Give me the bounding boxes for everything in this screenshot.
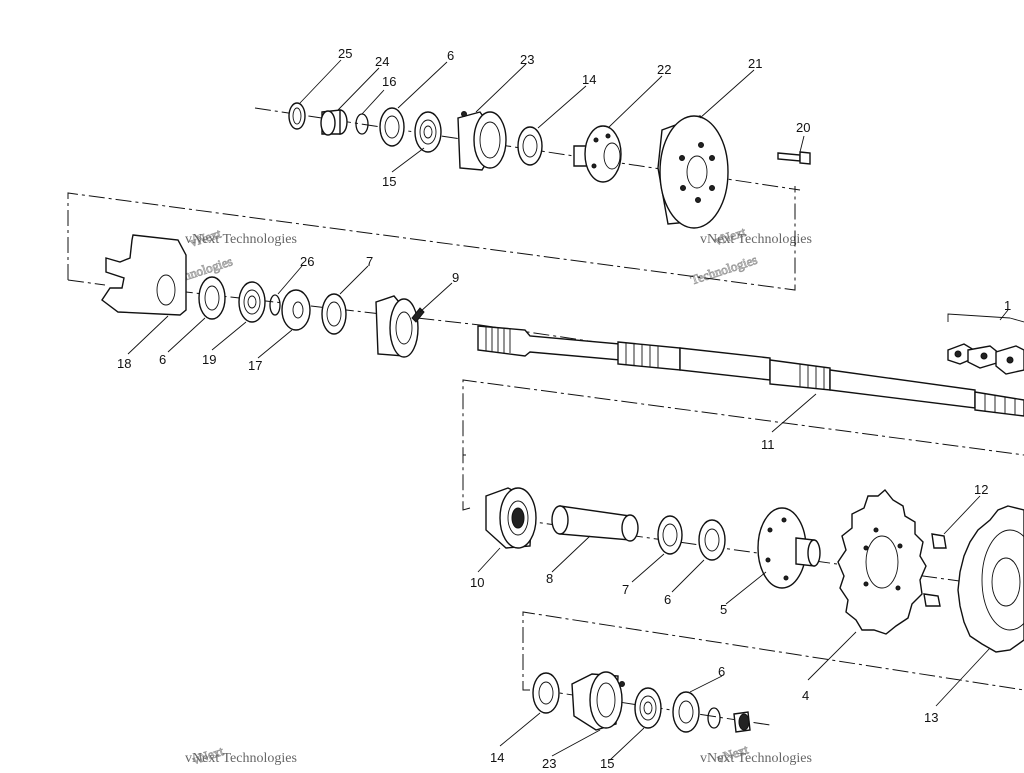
callout-24: 24 xyxy=(375,54,389,69)
callout-11: 11 xyxy=(761,437,775,452)
bearing-plate-18 xyxy=(102,235,186,315)
callout-1: 1 xyxy=(1004,298,1011,313)
bearing-housing-23-top xyxy=(458,112,506,171)
callout-25: 25 xyxy=(338,46,352,61)
callout-23-bottom: 23 xyxy=(542,756,556,768)
o-ring-bottom xyxy=(708,708,720,728)
hub-5 xyxy=(758,508,820,588)
bearing-15-bottom xyxy=(635,688,661,728)
seal-7-middle xyxy=(322,294,346,334)
callout-8: 8 xyxy=(546,571,553,586)
callout-14-bottom: 14 xyxy=(490,750,504,765)
stud-12 xyxy=(924,534,946,606)
callout-22: 22 xyxy=(657,62,671,77)
svg-text:Technologies: Technologies xyxy=(689,252,759,288)
watermark-text: vNext Technologies xyxy=(185,751,297,766)
callout-18: 18 xyxy=(117,356,131,371)
callout-26: 26 xyxy=(300,254,314,269)
bearing-6-top xyxy=(380,108,404,146)
chain-1 xyxy=(948,314,1024,374)
callout-10: 10 xyxy=(470,575,484,590)
callout-15-top: 15 xyxy=(382,174,396,189)
hub-22 xyxy=(574,126,621,182)
spacer-24 xyxy=(321,110,347,135)
seal-25 xyxy=(289,103,305,129)
callout-9: 9 xyxy=(452,270,459,285)
watermark-text: vNext Technologies xyxy=(185,232,297,247)
callout-13: 13 xyxy=(924,710,938,725)
callout-23-top: 23 xyxy=(520,52,534,67)
sprocket-13 xyxy=(958,506,1024,652)
axle-11 xyxy=(478,326,1024,416)
callout-17: 17 xyxy=(248,358,262,373)
eccentric-housing-9 xyxy=(376,296,424,357)
callout-12: 12 xyxy=(974,482,988,497)
callout-6-top: 6 xyxy=(447,48,454,63)
callout-15-bottom: 15 xyxy=(600,756,614,768)
bearing-housing-23-bottom xyxy=(572,672,625,730)
bearing-15-top xyxy=(415,112,441,152)
sprocket-4 xyxy=(838,490,926,634)
bearing-14-top xyxy=(518,127,542,165)
spacer-bottom xyxy=(734,712,750,732)
callout-5: 5 xyxy=(720,602,727,617)
watermark-text: vNext Technologies xyxy=(700,751,812,766)
brake-disc-21 xyxy=(658,116,728,228)
callout-6-middle: 6 xyxy=(159,352,166,367)
o-ring-26 xyxy=(270,295,280,315)
bearing-14-bottom xyxy=(533,673,559,713)
callout-21: 21 xyxy=(748,56,762,71)
leader-lines xyxy=(128,60,1008,760)
callout-6-lower: 6 xyxy=(664,592,671,607)
bearing-19 xyxy=(239,282,265,322)
callout-19: 19 xyxy=(202,352,216,367)
callout-6-bottom: 6 xyxy=(718,664,725,679)
bolt-20 xyxy=(778,152,810,164)
bearing-6-middle xyxy=(199,277,225,319)
callout-14-top: 14 xyxy=(582,72,596,87)
bearing-housing-10 xyxy=(486,488,536,548)
bearing-6-lower xyxy=(699,520,725,560)
callout-7-middle: 7 xyxy=(366,254,373,269)
callout-4: 4 xyxy=(802,688,809,703)
callout-7-lower: 7 xyxy=(622,582,629,597)
bearing-6-bottom xyxy=(673,692,699,732)
spacer-17 xyxy=(282,290,310,330)
callout-20: 20 xyxy=(796,120,810,135)
spacer-tube-8 xyxy=(552,506,638,541)
callout-16: 16 xyxy=(382,74,396,89)
seal-7-lower xyxy=(658,516,682,554)
